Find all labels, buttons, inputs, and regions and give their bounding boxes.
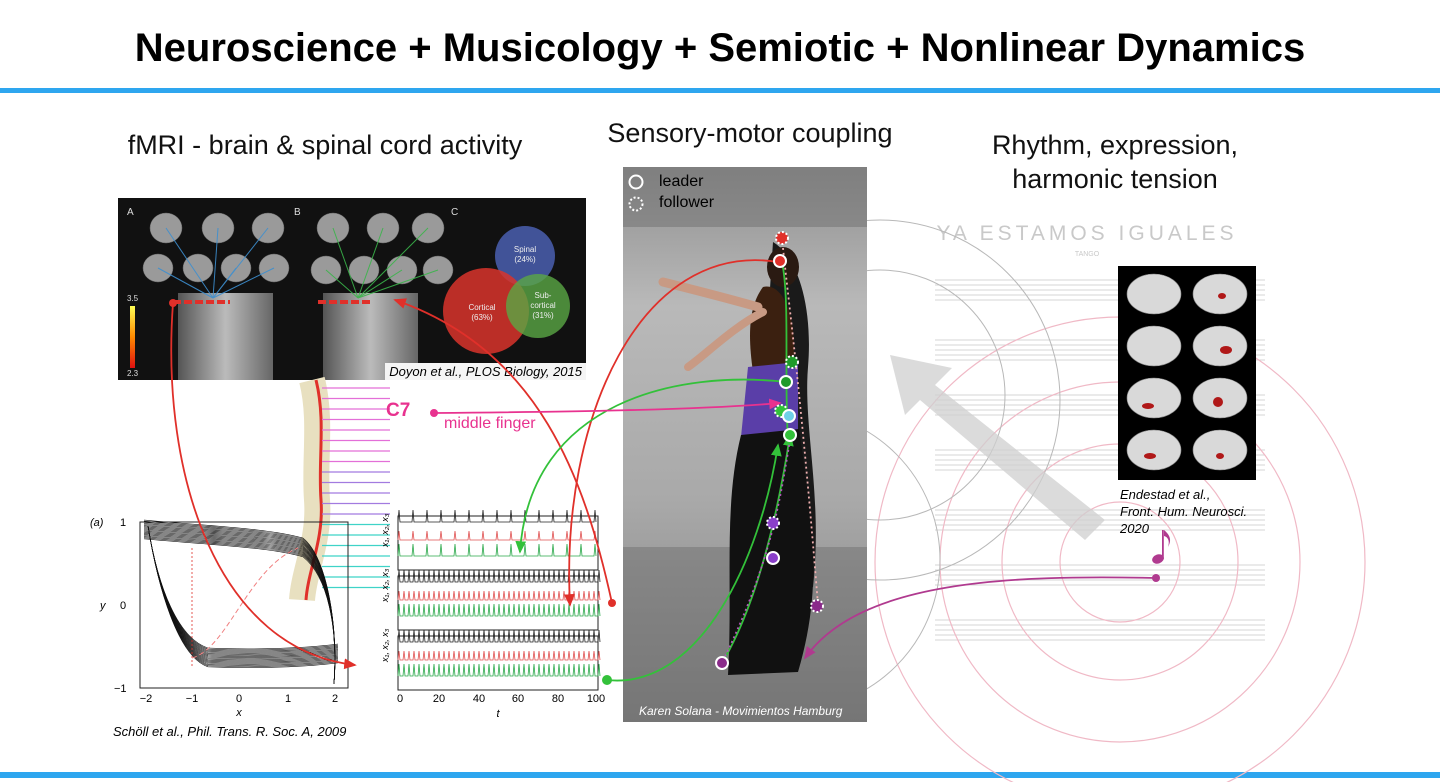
colorbar-min: 2.3 xyxy=(127,369,139,378)
venn-spinal: Spinal xyxy=(514,245,536,254)
slide-title: Neuroscience + Musicology + Semiotic + N… xyxy=(134,26,1306,70)
phase-ytick-neg1: −1 xyxy=(114,683,127,695)
phase-xtick-0: 0 xyxy=(236,693,242,705)
spinal-nerves-illustration xyxy=(289,376,390,602)
brain-renderings xyxy=(1118,266,1256,480)
phase-ytick-1: 1 xyxy=(120,517,126,529)
sheet-music-title: YA ESTAMOS IGUALES xyxy=(936,222,1237,245)
fmri-heading: fMRI - brain & spinal cord activity xyxy=(127,130,523,160)
sheet-music-subtitle: TANGO xyxy=(1075,251,1100,258)
brain-citation-line1: Endestad et al., xyxy=(1120,487,1211,502)
phase-citation: Schöll et al., Phil. Trans. R. Soc. A, 2… xyxy=(113,724,347,739)
brain-citation-line2: Front. Hum. Neurosci. xyxy=(1120,504,1248,519)
sensory-heading: Sensory-motor coupling xyxy=(607,118,893,148)
ts-xtick-0: 0 xyxy=(397,693,403,705)
rhythm-heading-line2: harmonic tension xyxy=(1012,164,1218,194)
music-note-icon xyxy=(1152,530,1171,564)
phase-panel-label: (a) xyxy=(90,517,104,529)
bottom-rule xyxy=(0,772,1440,778)
fmri-figure: A B C 3.5 2.3 xyxy=(118,198,586,380)
ts-xtick-40: 40 xyxy=(473,693,485,705)
venn-cortical: Cortical xyxy=(468,303,495,312)
follower-legend-icon xyxy=(628,196,644,212)
venn-cortical-pct: (63%) xyxy=(471,313,493,322)
colorbar-max: 3.5 xyxy=(127,294,139,303)
ts-xtick-20: 20 xyxy=(433,693,445,705)
ts-xtick-80: 80 xyxy=(552,693,564,705)
dance-photo-credit: Karen Solana - Movimientos Hamburg xyxy=(639,704,843,718)
leader-legend-icon xyxy=(628,174,644,190)
fmri-panel-label-c: C xyxy=(451,207,458,218)
brain-citation: Endestad et al., Front. Hum. Neurosci. 2… xyxy=(1120,486,1247,537)
fmri-panel-label-a: A xyxy=(127,207,134,218)
rhythm-heading-line1: Rhythm, expression, xyxy=(991,130,1239,160)
middle-finger-label: middle finger xyxy=(444,415,536,432)
ts-ylabel-1: x₁, x₂, x₃ xyxy=(380,568,390,603)
phase-xtick-neg2: −2 xyxy=(140,693,153,705)
phase-xtick-2: 2 xyxy=(332,693,338,705)
c7-label: C7 xyxy=(386,400,411,421)
follower-legend-label: follower xyxy=(659,194,715,211)
fmri-panel-label-b: B xyxy=(294,207,301,218)
phase-xtick-neg1: −1 xyxy=(186,693,199,705)
ts-ylabel-3: x₁, x₂, x₃ xyxy=(380,628,390,663)
ts-xlabel: t xyxy=(496,708,500,720)
venn-sub1: Sub- xyxy=(535,291,552,300)
venn-sub-pct: (31%) xyxy=(532,311,554,320)
fmri-citation: Doyon et al., PLOS Biology, 2015 xyxy=(385,363,586,380)
top-rule xyxy=(0,88,1440,93)
phase-ytick-0: 0 xyxy=(120,600,126,612)
venn-sub2: cortical xyxy=(530,301,556,310)
ts-xtick-100: 100 xyxy=(587,693,605,705)
leader-legend-label: leader xyxy=(659,173,704,190)
ts-ylabel-2: x₁, x₂, x₃ xyxy=(380,513,390,548)
brain-citation-line3: 2020 xyxy=(1120,521,1149,536)
phase-plot: (a) y 1 0 −1 −2 −1 0 1 2 x xyxy=(90,517,349,719)
phase-xtick-1: 1 xyxy=(285,693,291,705)
phase-xlabel: x xyxy=(235,707,242,719)
phase-ylabel: y xyxy=(99,600,107,612)
ts-xtick-60: 60 xyxy=(512,693,524,705)
venn-spinal-pct: (24%) xyxy=(514,255,536,264)
